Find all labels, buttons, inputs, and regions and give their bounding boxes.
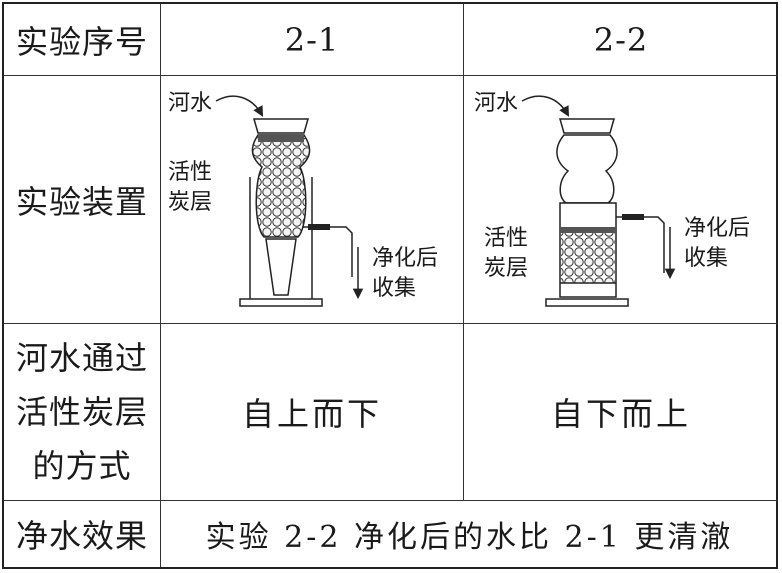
filter-layer (560, 226, 616, 233)
result-value-cell: 实验 2-2 净化后的水比 2-1 更清澈 (161, 501, 778, 567)
setup2-carbon-label-2: 炭层 (484, 256, 528, 281)
top-funnel (253, 117, 309, 134)
header-label-cell: 实验序号 (4, 4, 161, 76)
apparatus-2-1-cell: 河水 活性 炭层 净化后 收集 (161, 76, 464, 324)
flow-label-line2: 活性炭层 (15, 393, 148, 431)
flow-value-2-cell: 自下而上 (464, 324, 778, 501)
flow-label-line3: 的方式 (32, 447, 132, 485)
outlet-tube (302, 225, 353, 277)
flow-label-line1: 河水通过 (15, 339, 148, 377)
upper-vessel (556, 133, 618, 204)
setup2-input-label: 河水 (474, 91, 518, 116)
result-label-cell: 净水效果 (4, 501, 161, 567)
apparatus-label-cell: 实验装置 (4, 76, 161, 324)
top-funnel (559, 117, 615, 134)
inflow-arrow (521, 95, 570, 117)
carbon-layer (561, 232, 615, 283)
result-value: 实验 2-2 净化后的水比 2-1 更清澈 (205, 520, 734, 555)
header-label: 实验序号 (15, 22, 148, 61)
setup1-carbon-label-2: 炭层 (168, 190, 212, 215)
tube-clamp (308, 223, 330, 230)
tube-clamp (622, 213, 644, 220)
setup1-output-label-1: 净化后 (372, 246, 438, 271)
header-col2: 2-2 (593, 20, 649, 59)
flow-label-cell: 河水通过 活性炭层 的方式 (4, 324, 161, 501)
apparatus-2-2-cell: 河水 活性 炭层 净化后 收集 (464, 76, 778, 324)
flow-value-2: 自下而上 (550, 395, 691, 433)
setup1-output-label-2: 收集 (372, 276, 416, 301)
header-col2-cell: 2-2 (464, 4, 778, 76)
outlet-tube (616, 215, 665, 273)
result-label: 净水效果 (15, 517, 148, 555)
inflow-arrow (215, 95, 264, 117)
apparatus-2-2-diagram: 河水 活性 炭层 净化后 收集 (474, 91, 750, 307)
apparatus-2-1-diagram: 河水 活性 炭层 净化后 收集 (168, 91, 438, 307)
setup1-input-label: 河水 (168, 91, 212, 116)
flow-value-1: 自上而下 (241, 395, 382, 433)
filter-layer (258, 134, 304, 142)
stand-base (545, 297, 629, 307)
outlet-cone (265, 237, 297, 296)
setup2-output-label-1: 净化后 (684, 216, 750, 241)
stand-base (239, 297, 323, 307)
apparatus-label: 实验装置 (15, 182, 148, 221)
header-col1: 2-1 (284, 20, 340, 59)
carbon-vessel (251, 133, 311, 238)
header-col1-cell: 2-1 (161, 4, 464, 76)
setup1-carbon-label-1: 活性 (168, 160, 212, 185)
setup2-output-label-2: 收集 (684, 246, 728, 271)
setup2-carbon-label-1: 活性 (484, 226, 528, 251)
flow-value-1-cell: 自上而下 (161, 324, 464, 501)
